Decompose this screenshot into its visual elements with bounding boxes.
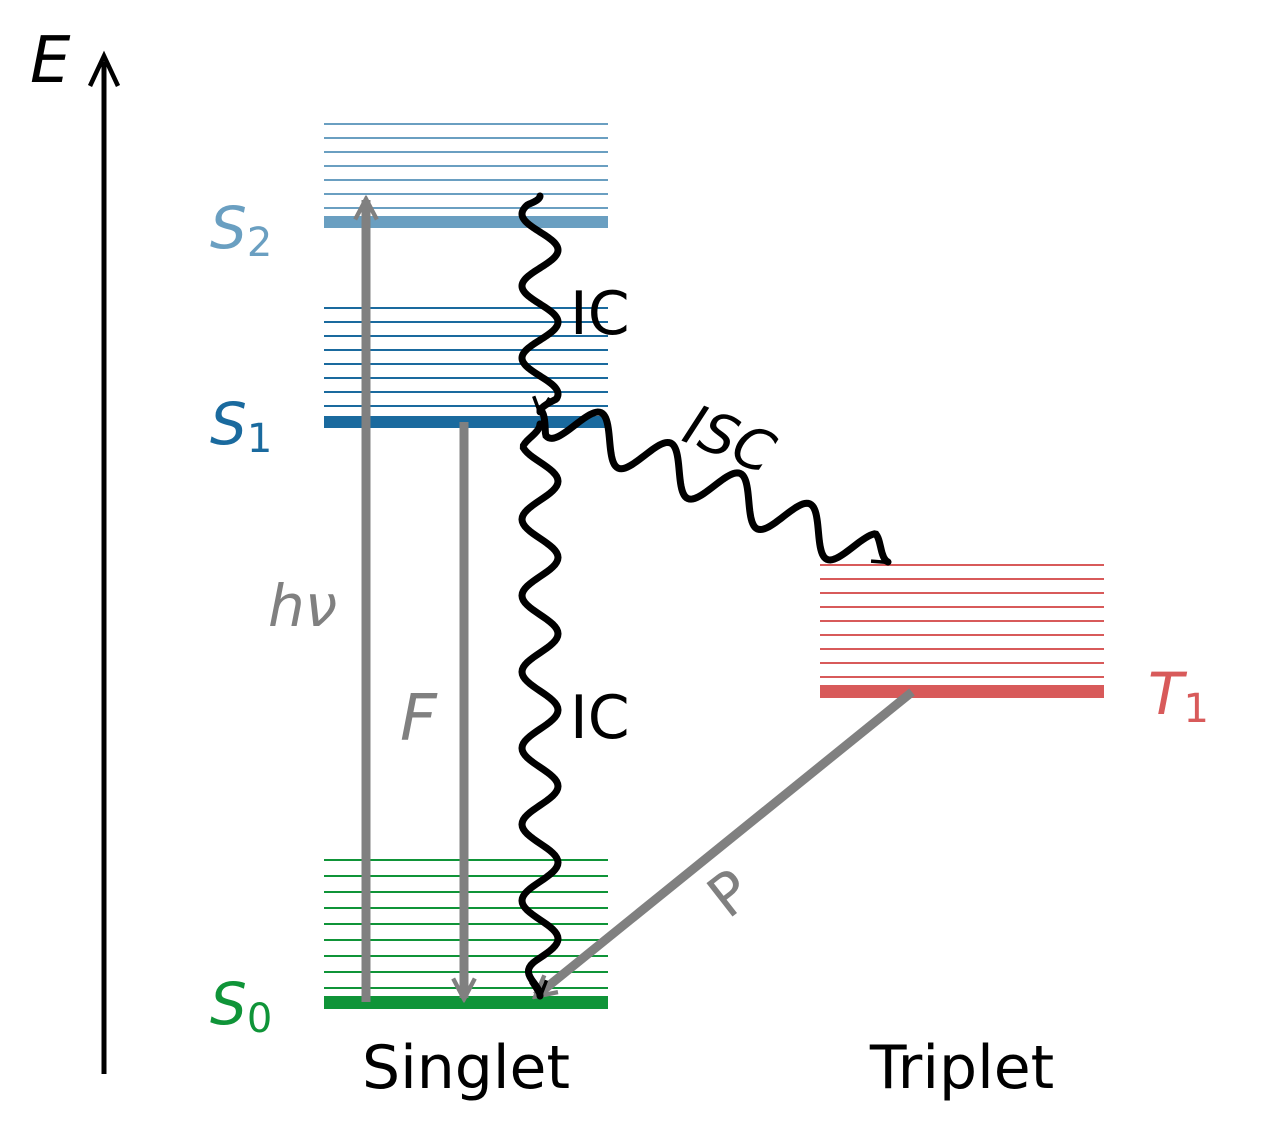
energy-axis-arrowhead bbox=[87, 50, 121, 87]
isc-label: ISC bbox=[675, 393, 784, 487]
label-s2: S2 bbox=[210, 194, 272, 266]
energy-axis-label: E bbox=[30, 24, 71, 98]
triplet-label: Triplet bbox=[869, 1033, 1054, 1103]
absorption-label: hν bbox=[268, 572, 337, 640]
vibrational-levels bbox=[324, 123, 1104, 989]
label-s1: S1 bbox=[210, 390, 272, 462]
ic-lower-label: IC bbox=[570, 683, 630, 753]
phosphorescence-arrow bbox=[536, 688, 915, 996]
fluorescence-label: F bbox=[400, 682, 438, 756]
energy-axis: E bbox=[30, 24, 121, 1074]
label-t1: T1 bbox=[1148, 660, 1209, 732]
ic-lower-wavy-arrow bbox=[518, 420, 562, 996]
label-s0: S0 bbox=[210, 970, 272, 1042]
ic-upper-label: IC bbox=[570, 279, 630, 349]
group-labels: Singlet Triplet bbox=[362, 1033, 1054, 1103]
level-s2-line bbox=[324, 216, 608, 228]
level-labels: S2 S1 S0 T1 bbox=[210, 194, 1209, 1042]
phosphorescence-label: P bbox=[695, 856, 764, 931]
isc-wavy-arrow bbox=[536, 406, 888, 566]
level-t1-line bbox=[820, 685, 1104, 698]
singlet-label: Singlet bbox=[362, 1033, 570, 1103]
ic-upper-wavy-arrow bbox=[518, 192, 562, 412]
